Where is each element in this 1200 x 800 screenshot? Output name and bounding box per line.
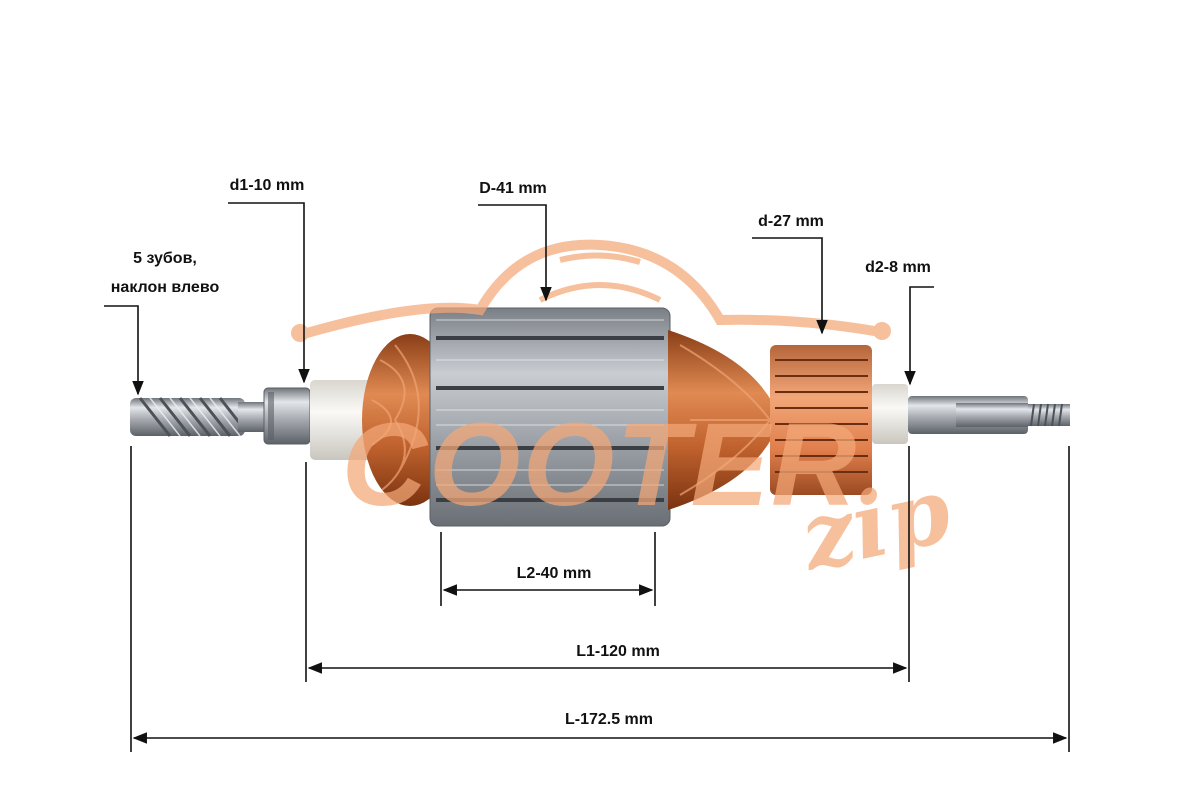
commutator <box>770 345 872 495</box>
insulator-left <box>310 380 372 460</box>
watermark-logo: COOTER zip <box>291 239 960 592</box>
insulator-right <box>872 384 908 444</box>
label-d: d-27 mm <box>758 213 824 230</box>
label-d2: d2-8 mm <box>865 259 931 276</box>
label-teeth-line2: наклон влево <box>111 279 220 296</box>
dimension-L2: L2-40 mm <box>440 532 656 606</box>
dimension-L: L-172.5 mm <box>130 446 1070 752</box>
label-d1: d1-10 mm <box>230 177 305 194</box>
label-teeth-line1: 5 зубов, <box>133 250 197 267</box>
core-slots <box>436 336 664 502</box>
callout-teeth: 5 зубов, наклон влево <box>104 250 220 396</box>
callout-d2: d2-8 mm <box>865 259 934 386</box>
label-L1: L1-120 mm <box>576 643 660 660</box>
dimension-L1: L1-120 mm <box>305 446 910 682</box>
callout-D: D-41 mm <box>478 180 552 302</box>
label-L2: L2-40 mm <box>517 565 592 582</box>
callout-d1: d1-10 mm <box>228 177 310 384</box>
watermark-text: COOTER <box>342 399 859 531</box>
callout-d: d-27 mm <box>752 213 828 335</box>
label-L: L-172.5 mm <box>565 711 653 728</box>
commutator-bars <box>775 359 868 473</box>
label-D: D-41 mm <box>479 180 547 197</box>
gear-shaft <box>130 397 266 437</box>
armature-image <box>130 307 1070 527</box>
